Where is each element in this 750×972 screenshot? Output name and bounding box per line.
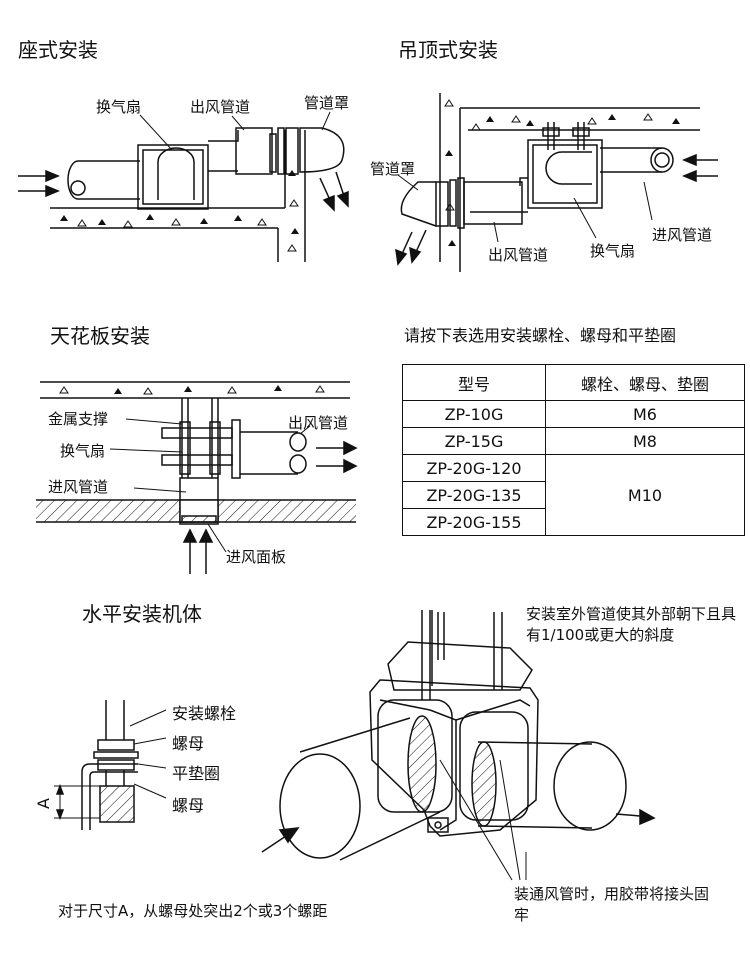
panel-fan-label: 换气扇 (60, 442, 106, 460)
bolt-label: 安装螺栓 (172, 704, 237, 723)
washer-label: 平垫圈 (172, 764, 221, 783)
hung-inlet-duct-label: 进风管道 (652, 226, 713, 244)
hung-outlet-duct-label: 出风管道 (488, 246, 549, 264)
table-caption: 请按下表选用安装螺栓、螺母和平垫圈 (404, 326, 677, 345)
model-cell: ZP-20G-135 (402, 481, 546, 509)
header-size: 螺栓、螺母、垫圈 (545, 364, 745, 401)
floor-mount-title: 座式安装 (18, 38, 98, 62)
horizontal-unit-diagram (261, 610, 656, 881)
ceiling-panel-diagram (36, 381, 358, 574)
outdoor-duct-note: 安装室外管道使其外部朝下且具有1/100或更大的斜度 (526, 605, 737, 644)
ceiling-hung-title: 吊顶式安装 (398, 38, 498, 62)
model-cell: ZP-10G (402, 400, 546, 428)
dimension-a-label: A (33, 798, 53, 809)
size-cell: M10 (545, 454, 745, 536)
bolt-spec-table: 型号 螺栓、螺母、垫圈 ZP-10G M6 ZP-15G M8 ZP-20G-1… (402, 364, 745, 536)
dimension-a-note: 对于尺寸A，从螺母处突出2个或3个螺距 (58, 902, 328, 920)
panel-outlet-duct-label: 出风管道 (288, 414, 349, 432)
table-header-row: 型号 螺栓、螺母、垫圈 (402, 364, 745, 401)
panel-metal-support-label: 金属支撑 (48, 410, 109, 428)
header-model: 型号 (402, 364, 546, 401)
table-row: ZP-20G-155 (402, 508, 745, 536)
panel-inlet-panel-label: 进风面板 (226, 548, 287, 566)
model-cell: ZP-20G-120 (402, 454, 546, 482)
table-row: ZP-10G M6 (402, 400, 745, 428)
nut-label-2: 螺母 (172, 796, 205, 815)
panel-inlet-duct-label: 进风管道 (48, 478, 109, 496)
ceiling-panel-title: 天花板安装 (50, 324, 150, 348)
bolt-detail-diagram (54, 700, 167, 830)
floor-mount-diagram (18, 111, 349, 262)
hung-duct-cover-label: 管道罩 (370, 160, 416, 178)
tape-joint-note: 装通风管时，用胶带将接头固牢 (514, 885, 710, 924)
nut-label-1: 螺母 (172, 734, 205, 753)
floor-fan-label: 换气扇 (96, 98, 142, 116)
floor-duct-cover-label: 管道罩 (304, 94, 350, 112)
floor-outlet-duct-label: 出风管道 (190, 98, 251, 116)
ceiling-hung-diagram (395, 93, 718, 272)
table-row: ZP-20G-135 (402, 481, 745, 509)
table-row: ZP-15G M8 (402, 427, 745, 455)
horizontal-title: 水平安装机体 (82, 602, 202, 626)
model-cell: ZP-20G-155 (402, 508, 546, 536)
model-cell: ZP-15G (402, 427, 546, 455)
size-cell: M8 (545, 427, 745, 455)
hung-fan-label: 换气扇 (590, 242, 636, 260)
size-cell: M6 (545, 400, 745, 428)
table-row: ZP-20G-120 M10 (402, 454, 745, 536)
